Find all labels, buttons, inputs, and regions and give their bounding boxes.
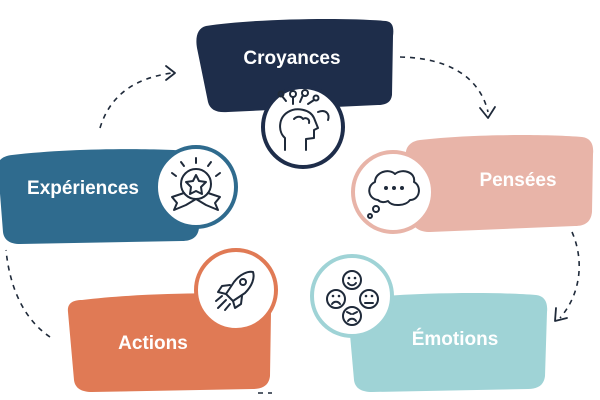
emotions-label: Émotions	[412, 328, 499, 350]
award-star-icon	[171, 157, 221, 211]
node-emotions: Émotions	[310, 254, 548, 392]
emotions-icon-ring	[310, 254, 394, 338]
node-pensees: Pensées	[351, 135, 594, 234]
head-thinking-icon	[277, 89, 330, 151]
croyances-banner	[196, 18, 394, 113]
emotions-banner	[347, 293, 548, 392]
thought-bubble-icon	[367, 170, 420, 219]
arrow-head-1	[165, 65, 176, 81]
croyances-label: Croyances	[243, 48, 340, 69]
arrow-experiences-to-croyances	[99, 72, 173, 129]
arrow-head-2	[479, 106, 496, 119]
emoji-faces-icon	[326, 270, 379, 326]
experiences-banner	[0, 149, 202, 244]
experiences-label: Expériences	[27, 178, 139, 199]
cycle-arrows	[5, 56, 580, 394]
pensees-icon-ring	[351, 150, 435, 234]
rocket-icon	[215, 270, 255, 311]
arrow-head-3	[554, 307, 568, 322]
node-croyances: Croyances	[196, 18, 394, 169]
arrow-pensees-to-emotions	[559, 231, 580, 319]
node-experiences: Expériences	[0, 145, 238, 244]
pensees-label: Pensées	[479, 170, 556, 191]
pensees-banner	[405, 135, 594, 232]
node-actions: Actions	[67, 248, 278, 392]
actions-icon-ring	[194, 248, 278, 332]
actions-label: Actions	[118, 333, 188, 354]
arrow-croyances-to-pensees	[399, 56, 489, 113]
arrow-actions-to-experiences	[5, 249, 51, 338]
croyances-icon-ring	[261, 85, 345, 169]
